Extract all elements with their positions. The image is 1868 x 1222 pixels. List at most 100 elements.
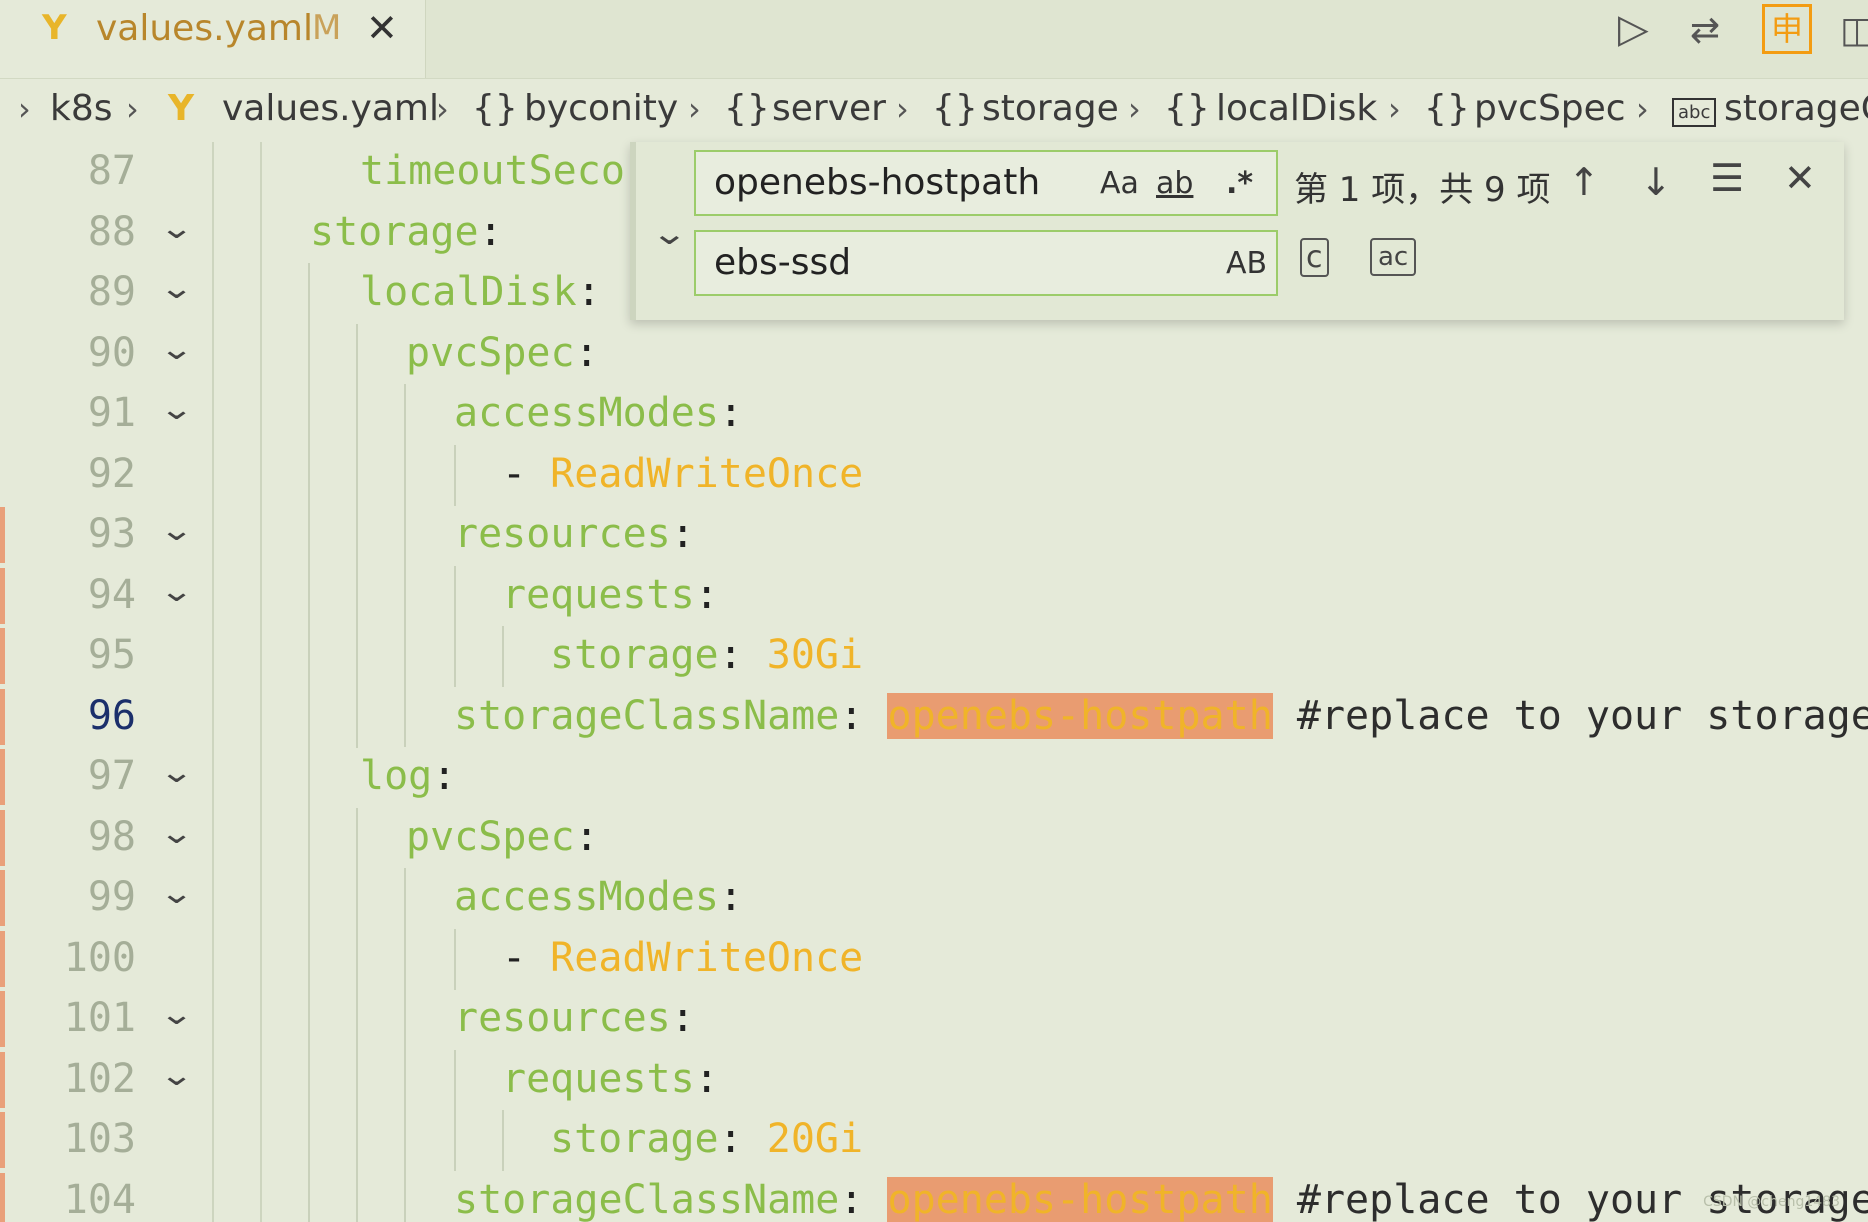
code-text: localDisk: xyxy=(360,269,601,315)
indent-guide xyxy=(454,445,456,506)
breadcrumb-item[interactable]: k8s xyxy=(50,88,113,129)
fold-chevron-icon[interactable]: ⌄ xyxy=(158,513,195,548)
breadcrumb-separator-icon: › xyxy=(1636,90,1649,128)
replace-all-icon[interactable]: ac xyxy=(1370,238,1417,276)
code-line[interactable]: 90⌄pvcSpec: xyxy=(0,326,1868,386)
tab-bar: Y values.yaml M ✕ ▷ ⇄ 申 ◫ xyxy=(0,0,1868,79)
line-number: 97 xyxy=(87,753,136,799)
yaml-punctuation: : xyxy=(670,995,695,1041)
yaml-punctuation: : xyxy=(694,572,719,618)
toggle-replace-chevron-icon[interactable]: ⌄ xyxy=(650,214,689,252)
replace-input[interactable]: ebs-ssd AB xyxy=(694,230,1278,296)
git-change-marker xyxy=(0,689,5,745)
breadcrumb-item[interactable]: storageC xyxy=(1724,88,1868,129)
watermark: CSDN @cheng1483 xyxy=(1703,1194,1840,1210)
breadcrumb-separator-icon: › xyxy=(436,90,449,128)
tab-filename: values.yaml xyxy=(96,8,313,49)
line-number: 87 xyxy=(87,148,136,194)
fold-chevron-icon[interactable]: ⌄ xyxy=(158,997,195,1032)
code-line[interactable]: 99⌄accessModes: xyxy=(0,870,1868,930)
yaml-key: storageClassName xyxy=(454,693,840,739)
fold-chevron-icon[interactable]: ⌄ xyxy=(158,816,195,851)
code-line[interactable]: 101 ⌄ resources: xyxy=(0,991,1868,1051)
breadcrumb-item[interactable]: localDisk xyxy=(1216,88,1378,129)
code-text: storage: xyxy=(310,209,503,255)
code-text: timeoutSecor xyxy=(360,148,649,194)
line-number: 99 xyxy=(87,874,136,920)
code-text: resources: xyxy=(454,995,695,1041)
fold-chevron-icon[interactable]: ⌄ xyxy=(158,876,195,911)
fold-chevron-icon[interactable]: ⌄ xyxy=(158,1058,195,1093)
close-find-icon[interactable]: ✕ xyxy=(1784,156,1816,200)
previous-match-icon[interactable]: ↑ xyxy=(1568,160,1600,204)
code-line[interactable]: 97⌄log: xyxy=(0,749,1868,809)
indent-guide xyxy=(308,263,310,1222)
git-change-marker xyxy=(0,628,5,684)
find-in-selection-icon[interactable]: ☰ xyxy=(1710,156,1745,200)
breadcrumb-item[interactable]: values.yaml xyxy=(222,88,439,129)
object-symbol-icon: {} xyxy=(932,88,978,129)
object-symbol-icon: {} xyxy=(1424,88,1470,129)
fold-chevron-icon[interactable]: ⌄ xyxy=(158,211,195,246)
code-line[interactable]: 94⌄requests: xyxy=(0,568,1868,628)
yaml-punctuation: - xyxy=(502,935,551,981)
code-text: - ReadWriteOnce xyxy=(502,935,863,981)
string-symbol-icon: abc xyxy=(1672,98,1717,127)
compare-changes-icon[interactable]: ⇄ xyxy=(1690,10,1721,51)
editor-tab-values-yaml[interactable]: Y values.yaml M ✕ xyxy=(0,0,426,78)
search-match-highlight: openebs-hostpath xyxy=(887,1177,1273,1222)
fold-chevron-icon[interactable]: ⌄ xyxy=(158,332,195,367)
breadcrumb-separator-icon: › xyxy=(18,90,31,128)
code-line[interactable]: 100- ReadWriteOnce xyxy=(0,931,1868,991)
yaml-punctuation: : xyxy=(694,1056,719,1102)
fold-chevron-icon[interactable]: ⌄ xyxy=(158,755,195,790)
breadcrumb-item[interactable]: storage xyxy=(982,88,1119,129)
git-change-marker xyxy=(0,1052,5,1108)
line-number: 93 xyxy=(87,511,136,557)
git-change-marker xyxy=(0,1173,5,1222)
input-method-icon[interactable]: 申 xyxy=(1762,4,1812,54)
breadcrumb-separator-icon: › xyxy=(126,90,139,128)
yaml-key: accessModes xyxy=(454,390,719,436)
breadcrumb-item[interactable]: pvcSpec xyxy=(1474,88,1626,129)
yaml-value: 20Gi xyxy=(766,1116,864,1162)
run-icon[interactable]: ▷ xyxy=(1618,6,1649,52)
fold-chevron-icon[interactable]: ⌄ xyxy=(158,392,195,427)
code-line[interactable]: 91⌄accessModes: xyxy=(0,386,1868,446)
code-line[interactable]: 89⌄localDisk: xyxy=(0,265,1868,325)
match-whole-word-icon[interactable]: ab xyxy=(1156,166,1194,201)
yaml-comment: #replace to your storage xyxy=(1272,693,1868,739)
breadcrumb-item[interactable]: server xyxy=(772,88,886,129)
code-line[interactable]: 88⌄storage: xyxy=(0,205,1868,265)
line-number: 101 xyxy=(63,995,136,1041)
code-line[interactable]: 87 timeoutSecor xyxy=(0,144,1868,204)
breadcrumb-separator-icon: › xyxy=(688,90,701,128)
yaml-punctuation: : xyxy=(432,753,457,799)
next-match-icon[interactable]: ↓ xyxy=(1640,160,1672,204)
fold-chevron-icon[interactable]: ⌄ xyxy=(158,574,195,609)
replace-one-icon[interactable]: c xyxy=(1300,238,1329,277)
code-line[interactable]: 102⌄requests: xyxy=(0,1052,1868,1112)
yaml-value: ReadWriteOnce xyxy=(550,451,864,497)
fold-chevron-icon[interactable]: ⌄ xyxy=(158,271,195,306)
preserve-case-icon[interactable]: AB xyxy=(1226,246,1268,281)
match-case-icon[interactable]: Aa xyxy=(1100,166,1139,201)
code-line[interactable]: 92- ReadWriteOnce xyxy=(0,447,1868,507)
code-line[interactable]: 98⌄pvcSpec: xyxy=(0,810,1868,870)
search-match-highlight: openebs-hostpath xyxy=(887,693,1273,739)
breadcrumb-item[interactable]: byconity xyxy=(524,88,679,129)
code-text: requests: xyxy=(502,572,719,618)
split-editor-icon[interactable]: ◫ xyxy=(1840,10,1868,51)
use-regex-icon[interactable]: .* xyxy=(1226,166,1254,201)
close-tab-icon[interactable]: ✕ xyxy=(366,6,398,50)
search-input-value: openebs-hostpath xyxy=(714,162,1041,203)
yaml-punctuation: : xyxy=(718,632,767,678)
search-input[interactable]: openebs-hostpath Aa ab .* xyxy=(694,150,1278,216)
code-line[interactable]: 93⌄resources: xyxy=(0,507,1868,567)
